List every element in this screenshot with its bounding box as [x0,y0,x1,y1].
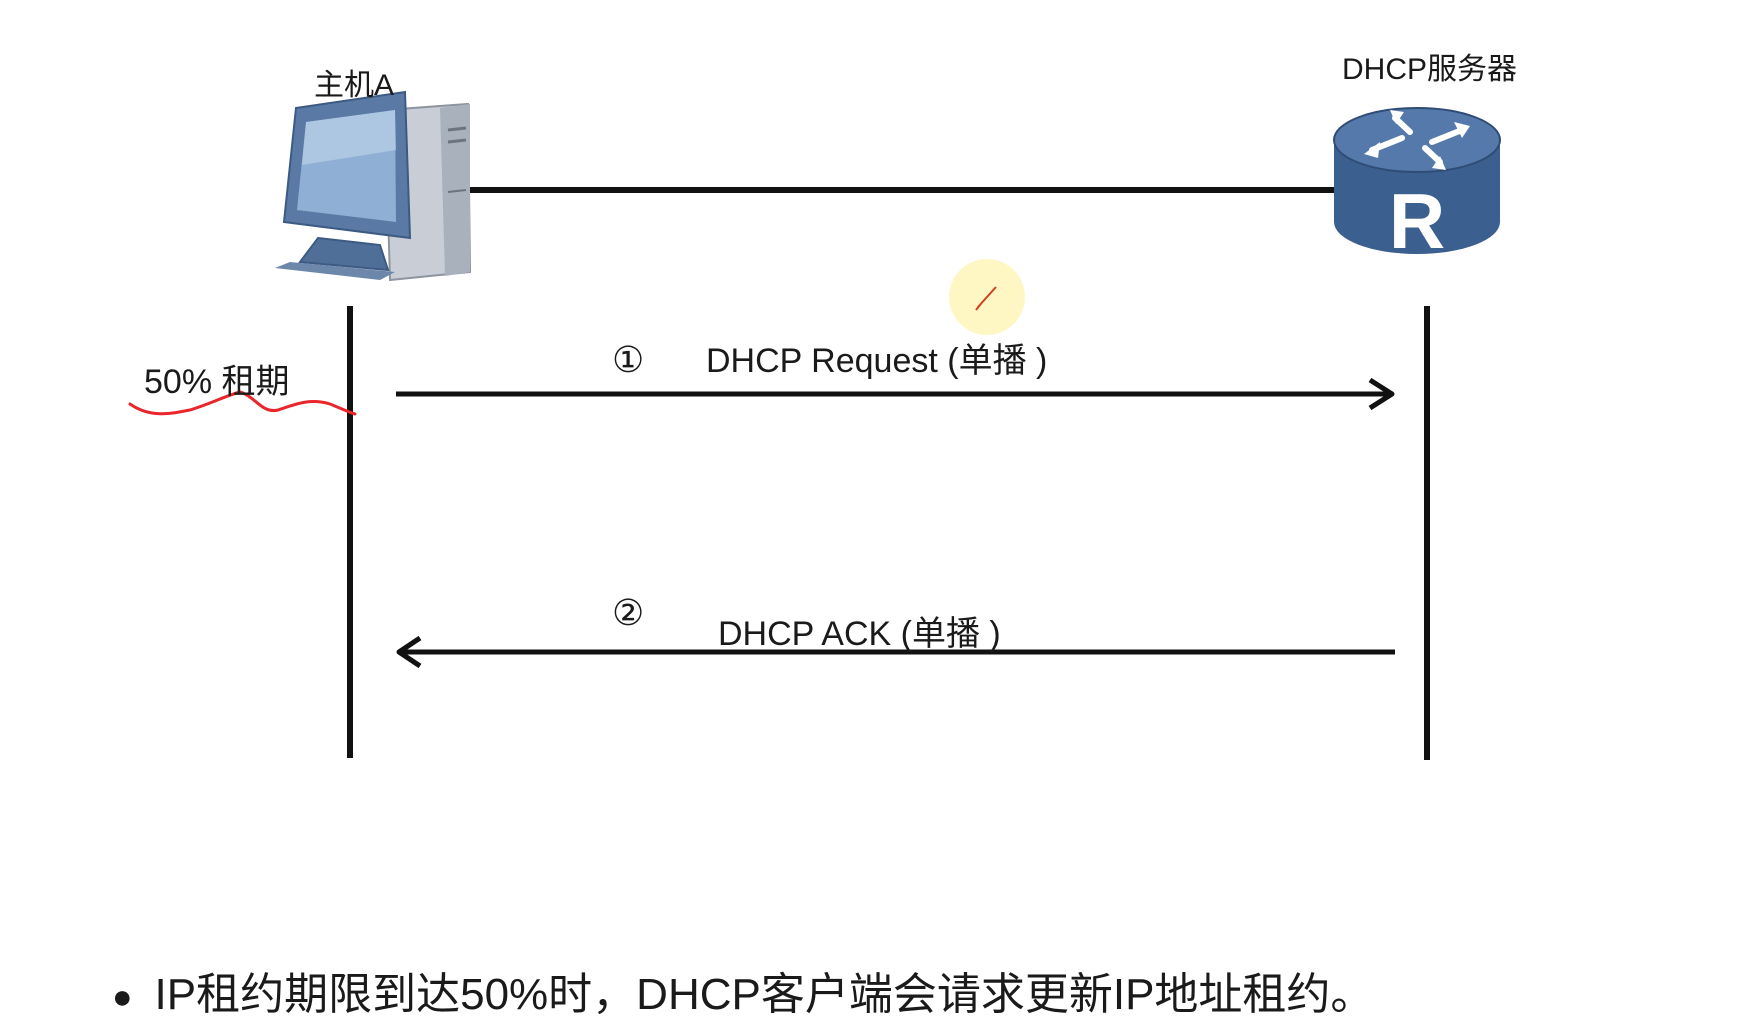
router-letter: R [1389,177,1445,265]
ack-label: DHCP ACK (单播 ) [718,615,1001,653]
bullet-text: IP租约期限到达50%时，DHCP客户端会请求更新IP地址租约。 [154,970,1375,1019]
step-2-number: ② [612,592,645,633]
request-arrowhead [1368,377,1395,411]
bullet-symbol: ● [112,977,133,1016]
router-icon: R [1333,107,1501,265]
step-1-number: ① [612,339,645,380]
server-label: DHCP服务器 [1342,53,1518,86]
pen-cursor-icon [975,286,997,311]
lease-underline [128,390,357,416]
lease-marker-text: 50% 租期 [144,363,290,401]
ack-arrowhead [396,635,422,669]
desktop-computer-icon [275,90,472,282]
bullet-item: ● IP租约期限到达50%时，DHCP客户端会请求更新IP地址租约。 [112,958,1374,1022]
host-label: 主机A [314,69,395,102]
request-label: DHCP Request (单播 ) [706,342,1048,380]
